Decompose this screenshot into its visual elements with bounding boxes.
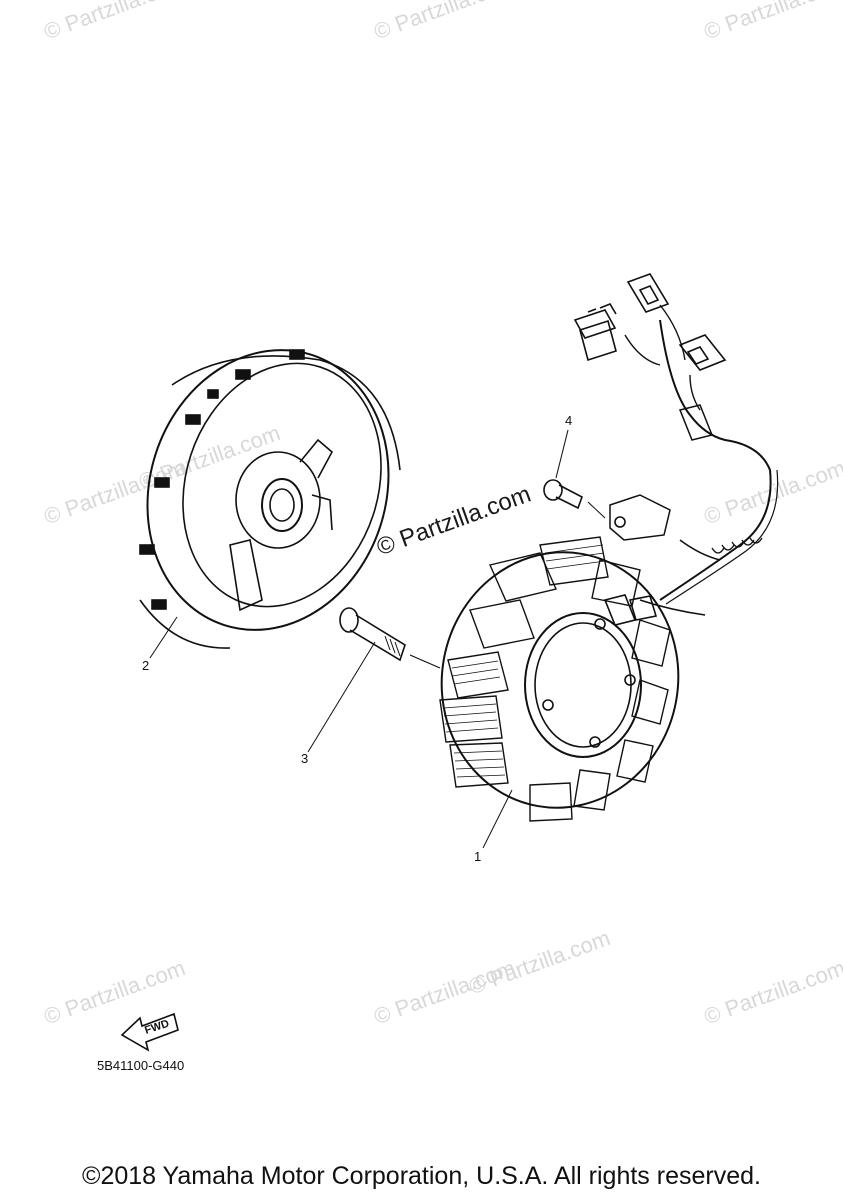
fwd-arrow-icon: FWD <box>120 1012 179 1052</box>
diagram-code: 5B41100-G440 <box>97 1058 185 1073</box>
leader-lines <box>149 429 569 849</box>
bolt-part-3 <box>339 607 441 669</box>
callout-part-4: 4 <box>565 413 573 428</box>
callout-part-1: 1 <box>474 849 482 864</box>
screw-part-4 <box>543 479 606 519</box>
wire-harness <box>573 273 779 616</box>
callout-part-2: 2 <box>142 658 150 673</box>
copyright-notice: ©2018 Yamaha Motor Corporation, U.S.A. A… <box>82 1162 761 1190</box>
stator-part-1 <box>439 494 680 822</box>
rotor-part-2 <box>139 349 401 649</box>
callout-part-3: 3 <box>301 751 309 766</box>
